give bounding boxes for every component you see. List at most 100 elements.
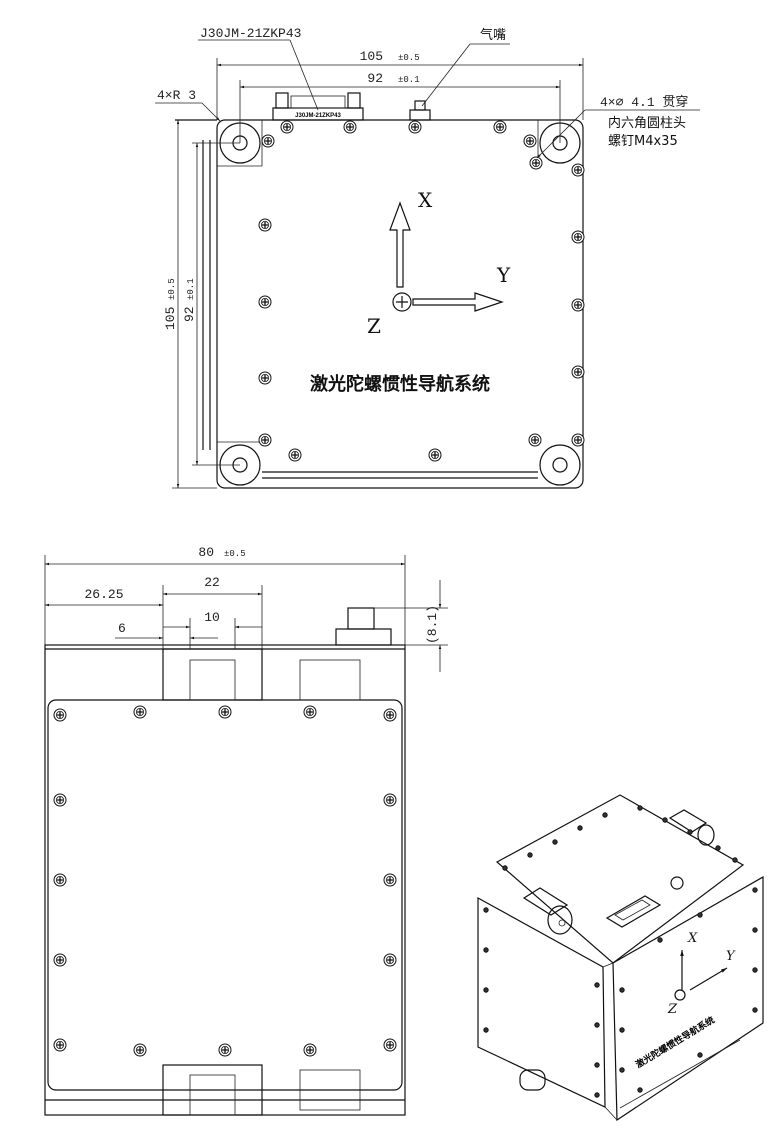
screw-icon bbox=[258, 371, 272, 385]
dimension-22: 22 bbox=[163, 575, 263, 649]
callout-text: 4×∅ 4.1 贯穿 bbox=[600, 94, 688, 110]
screw-icon bbox=[258, 295, 272, 309]
dim-text: 105 bbox=[360, 49, 383, 64]
screw-icon bbox=[493, 120, 507, 134]
iso-boss bbox=[522, 887, 573, 935]
dim-tolerance: ±0.5 bbox=[167, 278, 177, 300]
screw-icon bbox=[571, 230, 585, 244]
screw-icon bbox=[483, 907, 489, 913]
iso-y-axis-arrow bbox=[689, 967, 728, 991]
dim-tolerance: ±0.5 bbox=[398, 53, 420, 63]
connector-profile bbox=[162, 648, 361, 1116]
screw-icon bbox=[594, 1092, 600, 1098]
top-view-outline bbox=[216, 119, 584, 489]
iso-left-face bbox=[477, 896, 606, 1108]
screw-icon bbox=[752, 967, 758, 973]
screw-icon bbox=[697, 1052, 703, 1058]
callout-corner-radius: 4×R 3 bbox=[155, 88, 221, 122]
axis-indicator: X Y Z bbox=[367, 188, 511, 338]
screw-icon bbox=[529, 156, 543, 170]
screw-icon bbox=[571, 163, 585, 177]
dimension-width-105: 105 ±0.5 bbox=[216, 49, 584, 120]
screw-icon bbox=[383, 953, 397, 967]
screw-icon bbox=[133, 1043, 147, 1057]
dim-text: 92 bbox=[182, 306, 197, 322]
dim-text: 26.25 bbox=[84, 587, 123, 602]
screw-icon bbox=[502, 865, 508, 871]
screw-icon bbox=[594, 1022, 600, 1028]
dim-text: (8.1) bbox=[425, 605, 440, 644]
iso-boss bbox=[668, 809, 715, 846]
screw-icon bbox=[571, 365, 585, 379]
iso-top-face bbox=[495, 794, 745, 964]
screw-icon bbox=[637, 805, 643, 811]
iso-axis-label-z: Z bbox=[667, 1002, 678, 1017]
dimension-26-25: 26.25 bbox=[45, 585, 164, 649]
dim-text: 6 bbox=[118, 621, 126, 636]
screw-icon bbox=[687, 829, 693, 835]
screw-icon bbox=[657, 937, 663, 943]
screw-icon bbox=[662, 817, 668, 823]
product-title: 激光陀螺惯性导航系统 bbox=[310, 373, 490, 395]
iso-front-face bbox=[612, 875, 764, 1122]
screw-icon bbox=[218, 1043, 232, 1057]
nozzle-profile bbox=[335, 607, 392, 646]
dim-text: 10 bbox=[204, 610, 220, 625]
dimension-10: 10 bbox=[163, 610, 262, 649]
screw-icon bbox=[53, 1038, 67, 1052]
screw-icon bbox=[428, 448, 442, 462]
screw-icon bbox=[594, 982, 600, 988]
screw-icon bbox=[53, 953, 67, 967]
axis-label-z: Z bbox=[367, 314, 381, 338]
dim-text: 22 bbox=[204, 575, 220, 590]
screw-icon bbox=[577, 825, 583, 831]
air-nozzle bbox=[409, 100, 431, 121]
iso-z-axis-symbol bbox=[674, 989, 686, 1001]
screw-icon bbox=[697, 912, 703, 918]
screw-icon bbox=[523, 134, 537, 148]
screw-icon bbox=[594, 1062, 600, 1068]
screw-icon bbox=[619, 1067, 625, 1073]
screw-icon bbox=[258, 218, 272, 232]
dimension-8-1: (8.1) bbox=[374, 580, 448, 672]
screw-icon bbox=[218, 705, 232, 719]
screw-icon bbox=[303, 1043, 317, 1057]
screw-icon bbox=[288, 448, 302, 462]
screw-icon bbox=[258, 433, 272, 447]
callout-text: 气嘴 bbox=[480, 27, 506, 43]
screw-icon bbox=[752, 1007, 758, 1013]
screw-icon bbox=[619, 987, 625, 993]
screw-icon bbox=[408, 120, 422, 134]
screw-icon bbox=[602, 812, 608, 818]
dim-text: 80 bbox=[198, 545, 214, 560]
y-axis-arrow bbox=[412, 292, 504, 312]
iso-axis-label-y: Y bbox=[726, 949, 736, 964]
screw-icon bbox=[715, 845, 721, 851]
screw-icon bbox=[527, 852, 533, 858]
callout-nozzle: 气嘴 bbox=[421, 27, 510, 107]
screw-icon bbox=[343, 120, 357, 134]
screw-icon bbox=[53, 873, 67, 887]
screw-icon bbox=[303, 705, 317, 719]
iso-boss bbox=[519, 1069, 546, 1091]
connector-j30jm: J30JM-21ZKP43 bbox=[272, 92, 364, 121]
screw-icon bbox=[552, 839, 558, 845]
iso-connector bbox=[605, 895, 662, 928]
isometric-view: X Y Z 激光陀螺惯性导航系统 bbox=[477, 794, 764, 1122]
screw-icon bbox=[483, 1027, 489, 1033]
dimension-6: 6 bbox=[115, 621, 218, 640]
dim-text: 92 bbox=[367, 71, 383, 86]
screw-icon bbox=[133, 705, 147, 719]
screw-icon bbox=[383, 873, 397, 887]
screw-icon bbox=[53, 708, 67, 722]
z-axis-symbol bbox=[392, 292, 412, 312]
screw-icon bbox=[383, 1038, 397, 1052]
front-view: 80 ±0.5 26.25 22 10 6 bbox=[44, 545, 448, 1116]
axis-label-x: X bbox=[418, 188, 433, 212]
callout-connector: J30JM-21ZKP43 bbox=[198, 26, 319, 111]
screw-icon bbox=[752, 927, 758, 933]
callout-text: 螺钉M4x35 bbox=[608, 134, 678, 149]
dim-tolerance: ±0.1 bbox=[186, 278, 196, 300]
dimension-width-92: 92 ±0.1 bbox=[239, 71, 561, 143]
